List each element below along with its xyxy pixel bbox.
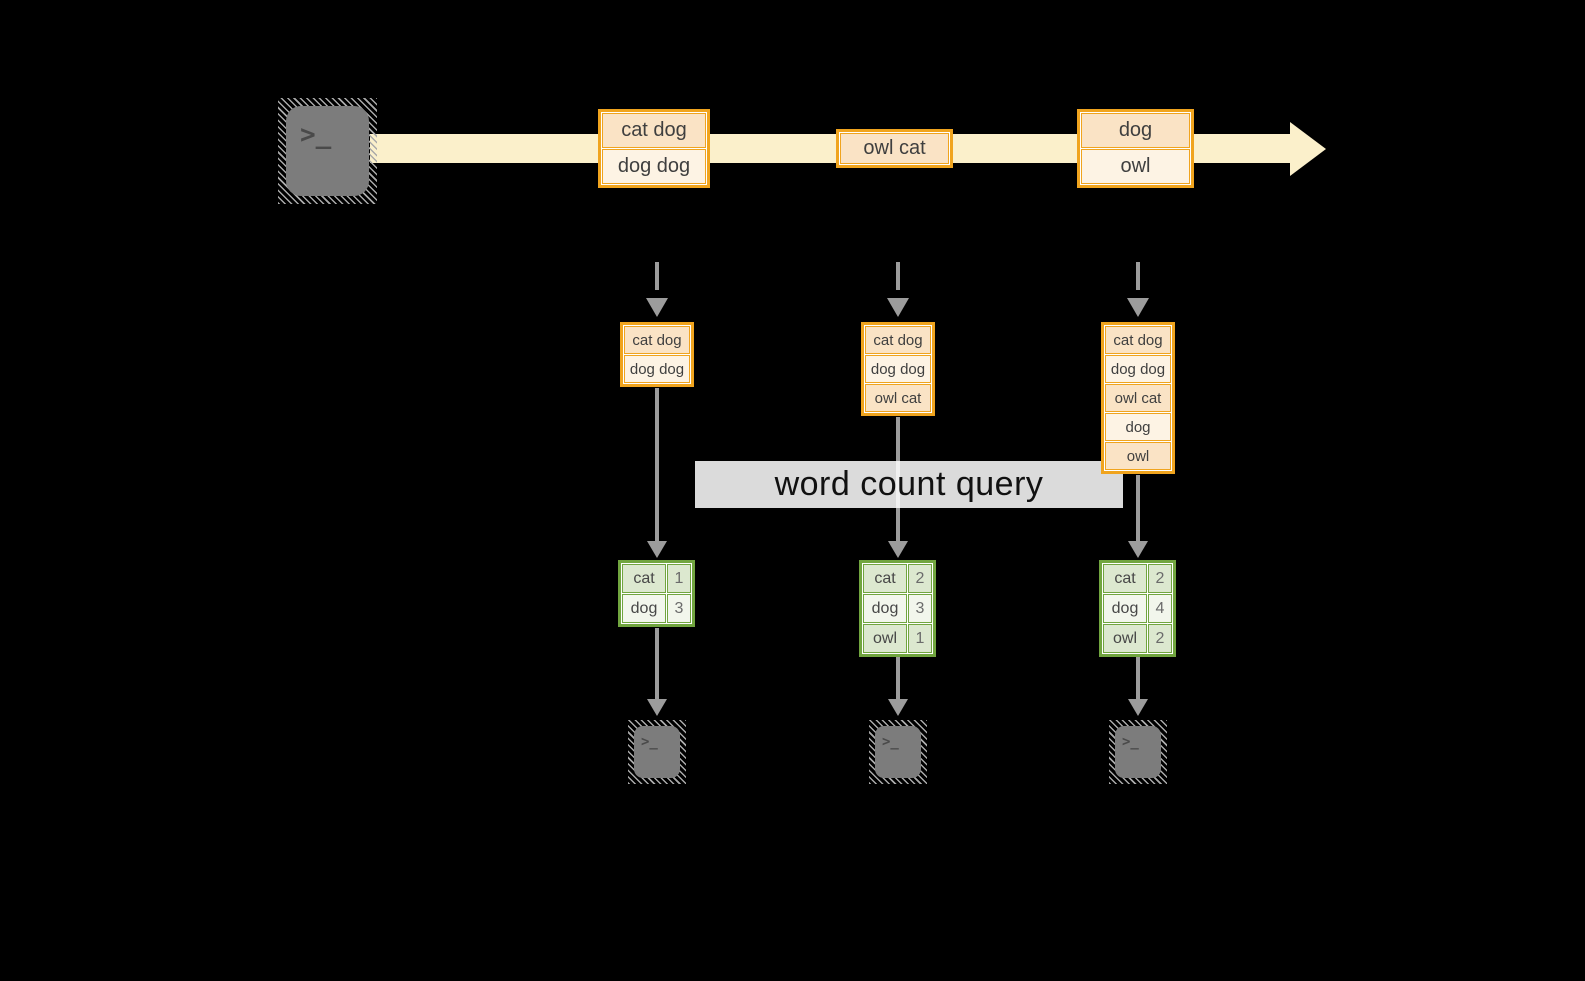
- count-cell: 4: [1149, 595, 1171, 622]
- state-line: dog: [1106, 414, 1170, 440]
- word-cell: owl: [1104, 625, 1146, 652]
- word-cell: dog: [623, 595, 665, 622]
- query-label: word count query: [695, 461, 1123, 508]
- terminal-screen: >_: [1115, 726, 1161, 778]
- table-row: dog 3: [623, 595, 690, 622]
- batch-line: dog dog: [603, 150, 705, 183]
- count-cell: 3: [668, 595, 690, 622]
- stream-arrow-head: [1290, 122, 1326, 176]
- stream-batch-1: cat dog dog dog: [598, 109, 710, 188]
- count-cell: 2: [1149, 565, 1171, 592]
- state-line: dog dog: [625, 356, 689, 382]
- word-cell: cat: [623, 565, 665, 592]
- batch-line: owl: [1082, 150, 1189, 183]
- sink-terminal-icon: >_: [1109, 720, 1167, 784]
- word-cell: cat: [864, 565, 906, 592]
- terminal-screen: >_: [286, 106, 369, 196]
- table-row: cat 2: [864, 565, 931, 592]
- word-cell: owl: [864, 625, 906, 652]
- state-line: cat dog: [625, 327, 689, 353]
- stream-batch-2: owl cat: [836, 129, 953, 168]
- state-line: dog dog: [866, 356, 930, 382]
- table-row: dog 4: [1104, 595, 1171, 622]
- prompt-icon: >_: [882, 734, 899, 750]
- batch-line: dog: [1082, 114, 1189, 147]
- word-cell: cat: [1104, 565, 1146, 592]
- prompt-icon: >_: [1122, 734, 1139, 750]
- count-cell: 2: [909, 565, 931, 592]
- batch-line: cat dog: [603, 114, 705, 147]
- count-cell: 1: [668, 565, 690, 592]
- count-cell: 2: [1149, 625, 1171, 652]
- sink-terminal-icon: >_: [628, 720, 686, 784]
- state-line: owl cat: [866, 385, 930, 411]
- result-table-3: cat 2 dog 4 owl 2: [1099, 560, 1176, 657]
- state-line: cat dog: [866, 327, 930, 353]
- word-cell: dog: [1104, 595, 1146, 622]
- batch-line: owl cat: [841, 134, 948, 163]
- state-line: dog dog: [1106, 356, 1170, 382]
- terminal-screen: >_: [875, 726, 921, 778]
- state-box-2: cat dog dog dog owl cat: [861, 322, 935, 416]
- result-table-1: cat 1 dog 3: [618, 560, 695, 627]
- result-table-2: cat 2 dog 3 owl 1: [859, 560, 936, 657]
- state-box-1: cat dog dog dog: [620, 322, 694, 387]
- word-cell: dog: [864, 595, 906, 622]
- prompt-icon: >_: [641, 734, 658, 750]
- table-row: owl 1: [864, 625, 931, 652]
- sink-terminal-icon: >_: [869, 720, 927, 784]
- source-terminal-icon: >_: [278, 98, 377, 204]
- count-cell: 1: [909, 625, 931, 652]
- terminal-screen: >_: [634, 726, 680, 778]
- state-line: cat dog: [1106, 327, 1170, 353]
- stream-batch-3: dog owl: [1077, 109, 1194, 188]
- state-line: owl cat: [1106, 385, 1170, 411]
- table-row: owl 2: [1104, 625, 1171, 652]
- table-row: cat 2: [1104, 565, 1171, 592]
- count-cell: 3: [909, 595, 931, 622]
- state-box-3: cat dog dog dog owl cat dog owl: [1101, 322, 1175, 474]
- table-row: dog 3: [864, 595, 931, 622]
- prompt-icon: >_: [300, 120, 332, 150]
- table-row: cat 1: [623, 565, 690, 592]
- state-line: owl: [1106, 443, 1170, 469]
